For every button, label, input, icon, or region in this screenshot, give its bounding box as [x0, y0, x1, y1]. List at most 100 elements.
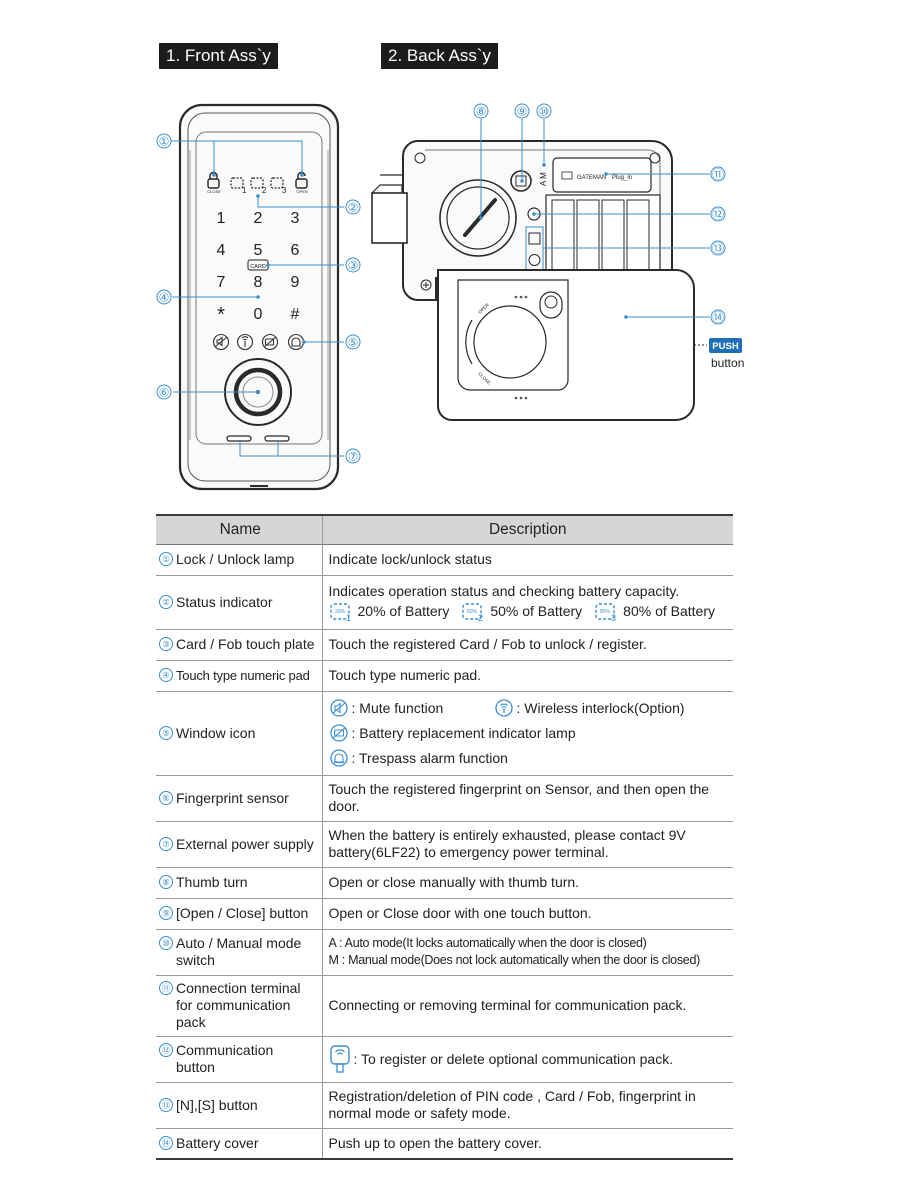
row-desc: Push up to open the battery cover. [322, 1127, 733, 1160]
battery-replace-icon [329, 724, 348, 742]
status-3-number: 3 [282, 186, 287, 195]
mute-icon [212, 333, 230, 351]
row-desc: A : Auto mode(It locks automatically whe… [322, 928, 733, 975]
card-touch-label: CARD [250, 264, 266, 270]
back-assembly-diagram: A M GATEMAN Plug_in OPEN CLOSE PUSH butt… [371, 103, 744, 421]
row-number: ⑨ [159, 906, 173, 920]
row-desc: : Mute function : Wireless interlock(Opt… [322, 690, 733, 775]
row-name-text: Fingerprint sensor [176, 789, 289, 806]
callout-4: ④ [159, 291, 170, 305]
row-number: ③ [159, 637, 173, 651]
svg-text:2: 2 [478, 613, 483, 622]
push-badge [709, 338, 742, 353]
open-close-button [510, 170, 532, 192]
table-row: ⑨[Open / Close] button Open or Close doo… [156, 897, 733, 929]
svg-text:3: 3 [611, 613, 616, 622]
push-badge-text: PUSH [712, 341, 739, 352]
callout-5: ⑤ [348, 336, 359, 350]
row-name-text: Thumb turn [176, 874, 248, 890]
svg-text:20%: 20% [334, 609, 345, 615]
row-number: ⑭ [159, 1135, 173, 1150]
svg-text:80%: 80% [600, 609, 611, 615]
battery-80-icon: 80%3 [595, 602, 616, 622]
row-name: ⑨[Open / Close] button [156, 897, 323, 929]
front-assembly-heading: 1. Front Ass`y [159, 43, 278, 69]
row-desc: Touch the registered Card / Fob to unloc… [322, 628, 733, 660]
callout-14: ⑭ [712, 311, 724, 325]
callout-1: ① [159, 135, 170, 149]
header-name: Name [156, 514, 323, 545]
row-desc: When the battery is entirely exhausted, … [322, 820, 733, 867]
battery-cover [437, 269, 695, 421]
s-button [528, 254, 541, 266]
key-2: 2 [254, 210, 263, 227]
row-name-text: Auto / Manual mode switch [176, 935, 302, 968]
manual-mode-text: M : Manual mode(Does not lock automatica… [328, 953, 701, 967]
alarm-icon [329, 749, 348, 767]
brand-label: GATEMAN [577, 175, 606, 181]
row-desc: Indicate lock/unlock status [322, 543, 733, 575]
row-desc: Touch the registered fingerprint on Sens… [322, 774, 733, 821]
plug-in-label: Plug_in [612, 175, 632, 181]
row-number: ⑬ [159, 1097, 173, 1112]
back-assembly-heading: 2. Back Ass`y [381, 43, 498, 69]
svg-text:1: 1 [346, 613, 351, 622]
row-name-text: Lock / Unlock lamp [176, 551, 295, 567]
auto-mode-text: A : Auto mode(It locks automatically whe… [328, 936, 647, 950]
battery-20-label: 20% of Battery [357, 603, 450, 619]
external-power-terminals [226, 435, 290, 442]
battery-20-icon: 20%1 [329, 602, 351, 622]
wireless-interlock-text: : Wireless interlock(Option) [516, 699, 685, 716]
key-hash: # [291, 306, 300, 323]
mute-function-text: : Mute function [351, 699, 444, 716]
key-8: 8 [254, 274, 263, 291]
open-lamp-icon [295, 171, 308, 189]
callout-6: ⑥ [159, 386, 170, 400]
row-number: ⑤ [159, 725, 173, 740]
callout-10: ⑩ [539, 105, 550, 119]
row-name-text: Battery cover [176, 1134, 259, 1151]
trespass-alarm-text: : Trespass alarm function [351, 749, 508, 766]
row-number: ⑦ [159, 836, 173, 851]
row-name-text: Window icon [176, 724, 256, 741]
callout-12: ⑫ [712, 208, 724, 222]
row-number: ① [159, 552, 173, 566]
key-star: * [217, 304, 225, 326]
status-1-number: 1 [242, 186, 247, 195]
row-name-text: External power supply [176, 835, 314, 852]
close-lamp-label: CLOSE [207, 189, 221, 194]
front-assembly-diagram: CLOSE OPEN 1 2 3 1 2 3 4 5 6 7 8 9 * 0 #… [156, 103, 361, 491]
row-desc: : To register or delete optional communi… [322, 1035, 733, 1082]
callout-13: ⑬ [712, 242, 724, 256]
key-4: 4 [217, 242, 226, 259]
callout-2: ② [348, 201, 359, 215]
row-name-text: Communication button [176, 1042, 274, 1075]
battery-80-label: 80% of Battery [623, 603, 715, 619]
row-name-text: Connection terminal for communication pa… [176, 980, 301, 1030]
key-0: 0 [254, 306, 263, 323]
communication-icon [329, 1045, 350, 1073]
header-description: Description [322, 514, 733, 545]
battery-50-label: 50% of Battery [490, 603, 583, 619]
row-name-text: [N],[S] button [176, 1096, 258, 1113]
auto-manual-switch-label: A M [539, 172, 548, 186]
key-3: 3 [291, 210, 300, 227]
mute-icon [329, 699, 348, 717]
table-row: ⑬[N],[S] button Registration/deletion of… [156, 1081, 733, 1128]
